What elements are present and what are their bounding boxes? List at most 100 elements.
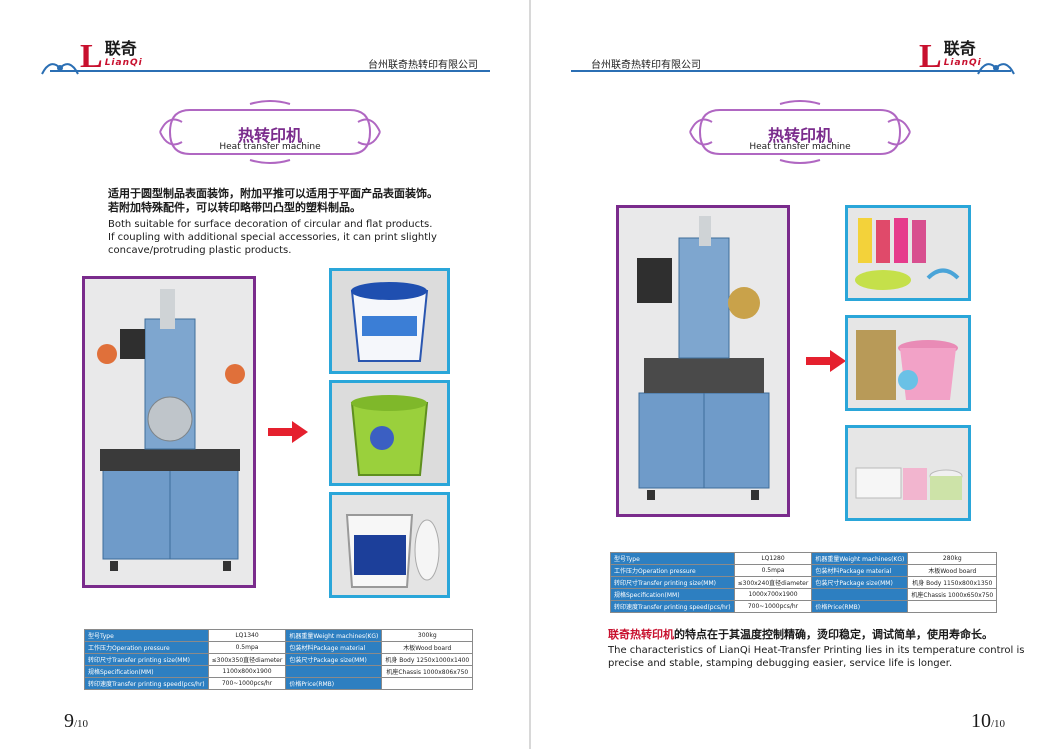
logo-letter: L [80,38,103,75]
title-cn: 热转印机 [767,126,832,145]
spec-key: 机器重量Weight machines(KG) [285,629,383,642]
company-name: 台州联奇热转印有限公司 [368,60,478,71]
spec-key: 规格Specification(MM) [84,665,209,678]
containers-illustration [848,318,968,408]
spec-key: 型号Type [610,552,735,565]
brand-logo: L 联奇 LianQi [80,40,143,74]
brand-logo: L 联奇 LianQi [919,40,982,74]
spec-value: 0.5mpa [207,641,287,654]
spec-value: 700~1000pcs/hr [733,600,813,613]
spec-value: ≤300x350直径diameter [207,653,287,666]
machine-illustration [619,208,787,514]
right-header: 台州联奇热转印有限公司 L 联奇 LianQi [531,40,1060,80]
spec-key: 规格Specification(MM) [610,588,735,601]
page-number-total: /10 [74,718,89,730]
spec-value: 1000x700x1900 [733,588,813,601]
product-photo-bucket-green [329,380,450,486]
spec-key: 工作压力Operation pressure [610,564,735,577]
spec-value [381,677,474,690]
decorative-frame-icon [159,100,381,164]
logo-letter: L [919,38,942,75]
logo-cn: 联奇 [943,39,976,58]
title-en: Heat transfer machine [749,142,851,152]
desc-en-line: If coupling with additional special acce… [108,232,437,243]
spec-value: 机身 Body 1150x800x1350 [907,576,998,589]
right-page: 台州联奇热转印有限公司 L 联奇 LianQi 热转印机 Heat transf… [531,0,1060,749]
logo-cn: 联奇 [104,39,137,58]
product-photo-bucket-blue [329,268,450,374]
company-name: 台州联奇热转印有限公司 [591,60,701,71]
spec-value: 机座Chassis 1000x806x750 [381,665,474,678]
decorative-frame-icon [689,100,911,164]
spec-key: 型号Type [84,629,209,642]
spec-key: 包装材料Package material [285,641,383,654]
spec-value: 机身 Body 1250x1000x1400 [381,653,474,666]
feature-en: The characteristics of LianQi Heat-Trans… [608,644,1025,670]
spec-key: 转印尺寸Transfer printing size(MM) [610,576,735,589]
desc-cn-line: 适用于圆型制品表面装饰，附加平推可以适用于平面产品表面装饰。 [108,187,438,200]
spec-value: 木板Wood board [907,564,998,577]
spec-row: 转印尺寸Transfer printing size(MM)≤300x240直径… [610,576,998,589]
logo-en: LianQi [104,58,143,68]
spec-key: 转印速度Transfer printing speed(pcs/hr) [84,677,209,690]
description-cn: 适用于圆型制品表面装饰，附加平推可以适用于平面产品表面装饰。 若附加特殊配件，可… [108,187,438,215]
boxes-illustration [848,428,968,518]
page-number-current: 10 [971,710,991,732]
machine-illustration [85,279,253,585]
machine-photo [616,205,790,517]
spec-value: 300kg [381,629,474,642]
spec-key: 转印尺寸Transfer printing size(MM) [84,653,209,666]
spec-value: 280kg [907,552,998,565]
page-number: 10/10 [971,710,1005,733]
arrow-right-icon [268,421,308,443]
page-number-total: /10 [991,718,1006,730]
feature-cn-highlight: 联奇热转印机 [608,628,674,641]
spec-value: 700~1000pcs/hr [207,677,287,690]
page-number: 9/10 [64,710,88,733]
desc-cn-line: 若附加特殊配件，可以转印略带凹凸型的塑料制品。 [108,201,361,214]
title-cn: 热转印机 [237,126,302,145]
desc-en-line: Both suitable for surface decoration of … [108,219,433,230]
spec-key: 价格Price(RMB) [811,600,909,613]
feature-cn-text: 的特点在于其温度控制精确，烫印稳定，调试简单，使用寿命长。 [674,628,993,641]
arrow-right-icon [806,350,846,372]
header-rule [50,70,490,72]
spec-value: LQ1340 [207,629,287,642]
header-rule [571,70,1011,72]
spec-value: 机座Chassis 1000x650x750 [907,588,998,601]
floral-ornament-icon [41,63,79,75]
feature-cn: 联奇热转印机的特点在于其温度控制精确，烫印稳定，调试简单，使用寿命长。 [608,626,993,642]
machine-photo [82,276,256,588]
product-photo-boxes [845,425,971,521]
section-title: 热转印机 Heat transfer machine [680,100,920,164]
spec-value [907,600,998,613]
product-photo-bucket-white [329,492,450,598]
spec-key: 转印速度Transfer printing speed(pcs/hr) [610,600,735,613]
spec-row: 转印速度Transfer printing speed(pcs/hr)700~1… [84,677,474,690]
spec-value: ≤300x240直径diameter [733,576,813,589]
page-number-current: 9 [64,710,74,732]
spec-value: 0.5mpa [733,564,813,577]
section-title: 热转印机 Heat transfer machine [150,100,390,164]
spec-value: LQ1280 [733,552,813,565]
spec-key: 机器重量Weight machines(KG) [811,552,909,565]
spec-row: 转印速度Transfer printing speed(pcs/hr)700~1… [610,600,998,613]
spec-key [811,588,909,601]
logo-en: LianQi [943,58,982,68]
spine [529,0,531,749]
spec-key: 包装尺寸Package size(MM) [285,653,383,666]
bucket-illustration [332,495,447,595]
spec-key [285,665,383,678]
left-page: L 联奇 LianQi 台州联奇热转印有限公司 热转印机 Heat transf… [0,0,529,749]
bottles-illustration [848,208,968,298]
spec-value: 木板Wood board [381,641,474,654]
product-photo-bottles [845,205,971,301]
bucket-illustration [332,271,447,371]
spec-key: 包装尺寸Package size(MM) [811,576,909,589]
